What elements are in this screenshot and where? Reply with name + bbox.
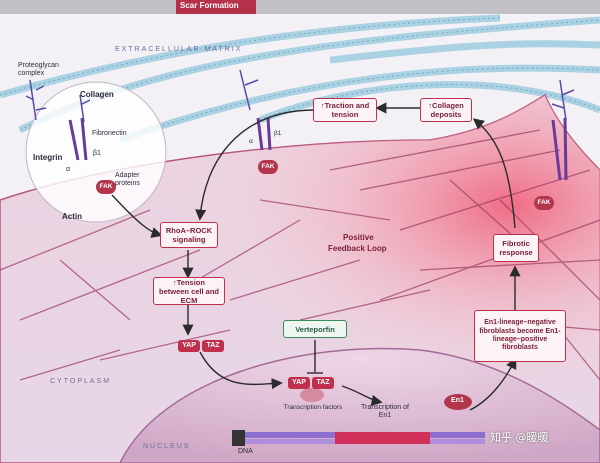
box-rhoa-rock: RhoA–ROCK signaling — [160, 222, 218, 248]
header-bar — [0, 0, 600, 14]
box-tension-ecm: ↑Tension between cell and ECM — [153, 277, 225, 305]
label-alpha: α — [66, 166, 71, 173]
region-nucleus: NUCLEUS — [143, 443, 191, 450]
actin-filaments — [0, 129, 600, 381]
tf-blob — [300, 388, 324, 402]
label-integrin: Integrin — [33, 153, 63, 162]
label-membrane-beta1: β1 — [274, 130, 282, 137]
label-proteoglycan: Proteoglycan complex — [18, 62, 59, 78]
taz-nucleus: TAZ — [312, 377, 334, 389]
fak-membrane: FAK — [258, 160, 278, 174]
region-extracellular: EXTRACELLULAR MATRIX — [115, 46, 243, 53]
region-cytoplasm: CYTOPLASM — [50, 378, 112, 385]
en1-protein — [444, 394, 472, 410]
en1-protein-label: En1 — [451, 397, 464, 404]
box-traction-tension: ↑Traction and tension — [313, 98, 377, 122]
label-membrane-alpha: α — [249, 138, 253, 145]
header-title: Scar Formation — [180, 1, 239, 10]
label-actin: Actin — [62, 212, 82, 221]
label-collagen: Collagen — [80, 90, 114, 99]
integrin-receptor-membrane — [256, 117, 568, 181]
label-transcription-en1: Transcription of En1 — [361, 404, 409, 420]
label-adapter: Adapter proteins — [115, 172, 140, 188]
label-dna: DNA — [238, 448, 253, 455]
box-en1-shift: En1-lineage–negative fibroblasts become … — [474, 310, 566, 362]
box-collagen-deposits: ↑Collagen deposits — [420, 98, 472, 122]
pathway-arrows — [111, 102, 521, 411]
box-verteporfin: Verteporfin — [283, 320, 347, 338]
yap-nucleus: YAP — [288, 377, 310, 389]
label-beta1: β1 — [93, 150, 101, 157]
taz-cytoplasm: TAZ — [202, 340, 224, 352]
label-fibronectin: Fibronectin — [92, 130, 127, 137]
loop-label-line2: Feedback Loop — [328, 244, 387, 253]
dna-end — [232, 430, 245, 446]
fak-inset: FAK — [96, 180, 116, 194]
yap-cytoplasm: YAP — [178, 340, 200, 352]
box-fibrotic-response: Fibrotic response — [493, 234, 539, 262]
proteoglycan-complexes — [25, 69, 575, 123]
fak-right: FAK — [534, 196, 554, 210]
watermark: 知乎 @暖暖 — [490, 431, 549, 444]
loop-label-line1: Positive — [343, 233, 374, 242]
header-accent — [176, 0, 256, 14]
integrin-inset — [25, 81, 167, 223]
label-transcription-factors: Transcription factors — [283, 404, 343, 411]
en1-gene-segment — [335, 432, 430, 444]
integrin-receptor-inset — [68, 117, 88, 161]
